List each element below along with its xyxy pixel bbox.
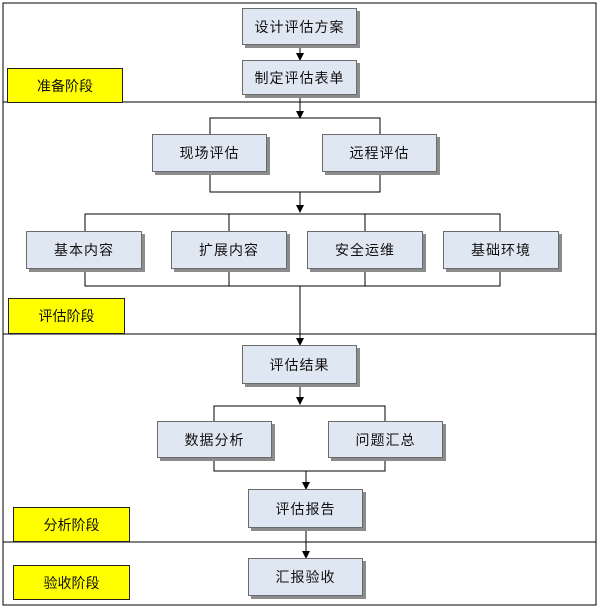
branch-four xyxy=(84,213,501,231)
node-make-form: 制定评估表单 xyxy=(242,60,357,95)
merge-analysis xyxy=(213,458,386,472)
node-briefing: 汇报验收 xyxy=(248,558,363,596)
node-issue-summary: 问题汇总 xyxy=(328,421,443,458)
node-infrastructure: 基础环境 xyxy=(443,231,559,269)
stage-label-acceptance: 验收阶段 xyxy=(13,565,130,600)
merge-onsite-remote xyxy=(209,172,381,193)
node-report: 评估报告 xyxy=(248,489,363,528)
stage-label-prep: 准备阶段 xyxy=(7,68,123,103)
node-security-ops: 安全运维 xyxy=(307,231,423,269)
stage-label-assess: 评估阶段 xyxy=(8,298,125,334)
merge-four xyxy=(84,269,501,287)
node-basic: 基本内容 xyxy=(26,231,142,269)
node-onsite: 现场评估 xyxy=(152,134,267,172)
split-analysis xyxy=(213,405,386,421)
node-results: 评估结果 xyxy=(242,345,357,384)
node-extended: 扩展内容 xyxy=(171,231,287,269)
node-data-analysis: 数据分析 xyxy=(157,421,272,458)
stage-label-analysis: 分析阶段 xyxy=(13,507,130,542)
split-top xyxy=(209,117,381,134)
node-design-plan: 设计评估方案 xyxy=(242,8,357,45)
node-remote: 远程评估 xyxy=(322,134,437,172)
